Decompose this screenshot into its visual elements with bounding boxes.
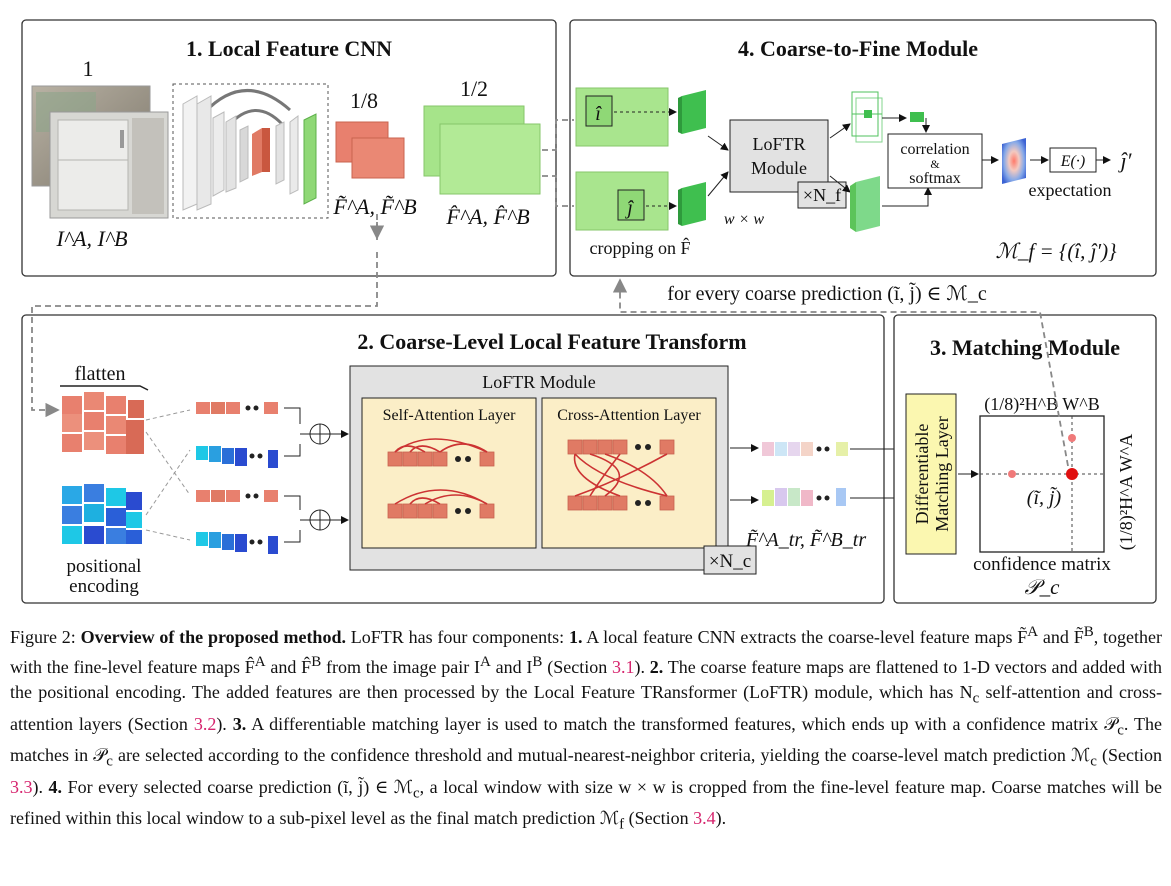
heatmap xyxy=(1002,138,1026,184)
corr-line2: & xyxy=(930,157,940,171)
corr-line1: correlation xyxy=(900,141,969,158)
add-nodes xyxy=(284,407,349,543)
positional-encoding-blocks xyxy=(62,484,142,544)
coarse-feature-blocks xyxy=(62,392,144,454)
panel-coarse-to-fine: 4. Coarse-to-Fine Module î ĵ cropping on… xyxy=(569,19,1157,277)
coarse-repeat-badge xyxy=(703,545,757,575)
input-image-pair xyxy=(31,85,169,219)
confidence-matrix xyxy=(979,415,1105,553)
transformed-window-b xyxy=(850,176,880,232)
pc-label: 𝒫_c xyxy=(1025,575,1061,599)
transformed-feature-label: F̃^A_tr, F̃^B_tr xyxy=(745,528,866,551)
cnn-backbone xyxy=(172,83,329,219)
pos-row-b xyxy=(196,532,278,554)
ref-link-3-1[interactable]: 3.1 xyxy=(611,657,635,677)
corr-line3: softmax xyxy=(909,170,961,187)
fine-loftr-line2: Module xyxy=(751,158,807,178)
fine-repeat-label: ×N_f xyxy=(803,185,841,205)
panel-coarse-transform: 2. Coarse-Level Local Feature Transform … xyxy=(21,314,905,604)
matching-layer-line2: Matching Layer xyxy=(932,416,952,531)
scale-1-label: 1 xyxy=(83,56,94,81)
panel-2-title: 2. Coarse-Level Local Feature Transform xyxy=(357,329,746,354)
j-prime-label: ĵ′ xyxy=(1118,148,1133,173)
token-row-a xyxy=(196,402,278,414)
confidence-top-dim: (1/8)²H^B W^B xyxy=(984,394,1099,415)
coarse-prediction-link-label: for every coarse prediction (ĩ, j̃) ∈ ℳ_… xyxy=(667,281,987,305)
panel-1-title: 1. Local Feature CNN xyxy=(186,36,392,61)
image-pair-label: I^A, I^B xyxy=(55,226,127,251)
scale-1-8-label: 1/8 xyxy=(350,88,378,113)
scale-1-2-label: 1/2 xyxy=(460,76,488,101)
self-attention-graphic xyxy=(387,438,495,519)
confidence-side-dim: (1/8)²H^A W^A xyxy=(1116,434,1137,550)
encoding-label: encoding xyxy=(69,576,139,597)
candidate-point-top xyxy=(1068,434,1076,442)
positional-label: positional xyxy=(67,556,142,577)
panel-local-feature-cnn: 1. Local Feature CNN 1 I^A, I^B xyxy=(21,19,557,277)
window-size-label: w × w xyxy=(724,211,764,228)
cross-attention-graphic xyxy=(567,439,675,511)
coarse-feature-maps xyxy=(335,121,405,179)
cropping-label: cropping on F̂ xyxy=(590,238,691,258)
mutual-nearest-match xyxy=(1066,468,1078,480)
self-attention-label: Self-Attention Layer xyxy=(383,407,517,424)
window-a-cube xyxy=(678,90,706,134)
candidate-point-left xyxy=(1008,470,1016,478)
expectation-label: expectation xyxy=(1029,180,1112,200)
token-row-b xyxy=(196,490,278,502)
pos-row-a xyxy=(196,446,278,468)
matching-layer-line1: Differentiable xyxy=(912,424,932,525)
ref-link-3-2[interactable]: 3.2 xyxy=(193,713,217,734)
fan-lines xyxy=(145,409,191,541)
mf-label: ℳ_f = {(î, ĵ′)} xyxy=(995,239,1117,263)
panel-3-title: 3. Matching Module xyxy=(930,335,1120,360)
j-hat-label: ĵ xyxy=(624,197,634,219)
correlation-softmax-box xyxy=(887,133,983,189)
coarse-feature-label: F̃^A, F̃^B xyxy=(332,194,416,219)
i-hat-label: î xyxy=(595,103,602,125)
fine-feature-maps xyxy=(423,105,541,195)
coarse-loftr-title: LoFTR Module xyxy=(482,372,596,392)
expectation-box xyxy=(1049,147,1097,173)
panel-4-title: 4. Coarse-to-Fine Module xyxy=(738,36,978,61)
confidence-matrix-label: confidence matrix xyxy=(973,554,1111,575)
window-b-cube xyxy=(678,182,706,226)
ref-link-3-3[interactable]: 3.3 xyxy=(10,776,33,797)
fine-repeat-badge xyxy=(797,181,847,209)
differentiable-matching-layer xyxy=(905,393,957,555)
coarse-repeat-label: ×N_c xyxy=(709,551,751,572)
transformed-tokens-b xyxy=(762,488,846,506)
cross-attention-label: Cross-Attention Layer xyxy=(557,407,701,424)
center-feature xyxy=(910,112,924,122)
panel-matching: 3. Matching Module Differentiable Matchi… xyxy=(893,314,1157,604)
panel-4-frame xyxy=(569,19,1157,277)
fine-loftr-line1: LoFTR xyxy=(752,134,805,154)
fine-feature-label: F̂^A, F̂^B xyxy=(445,204,529,229)
ref-link-3-4[interactable]: 3.4 xyxy=(693,808,716,829)
figure-caption: Figure 2: Overview of the proposed metho… xyxy=(10,624,1163,833)
self-attention-layer xyxy=(361,397,537,549)
match-coordinate-label: (ĩ, j̃) xyxy=(1027,486,1062,509)
transformed-tokens-a xyxy=(762,442,848,456)
transformed-window-a xyxy=(851,91,883,143)
expectation-fn: E(·) xyxy=(1060,153,1085,170)
fine-loftr-module xyxy=(729,119,829,193)
method-diagram: 1. Local Feature CNN 1 I^A, I^B xyxy=(21,19,1157,604)
flatten-label: flatten xyxy=(74,363,125,385)
